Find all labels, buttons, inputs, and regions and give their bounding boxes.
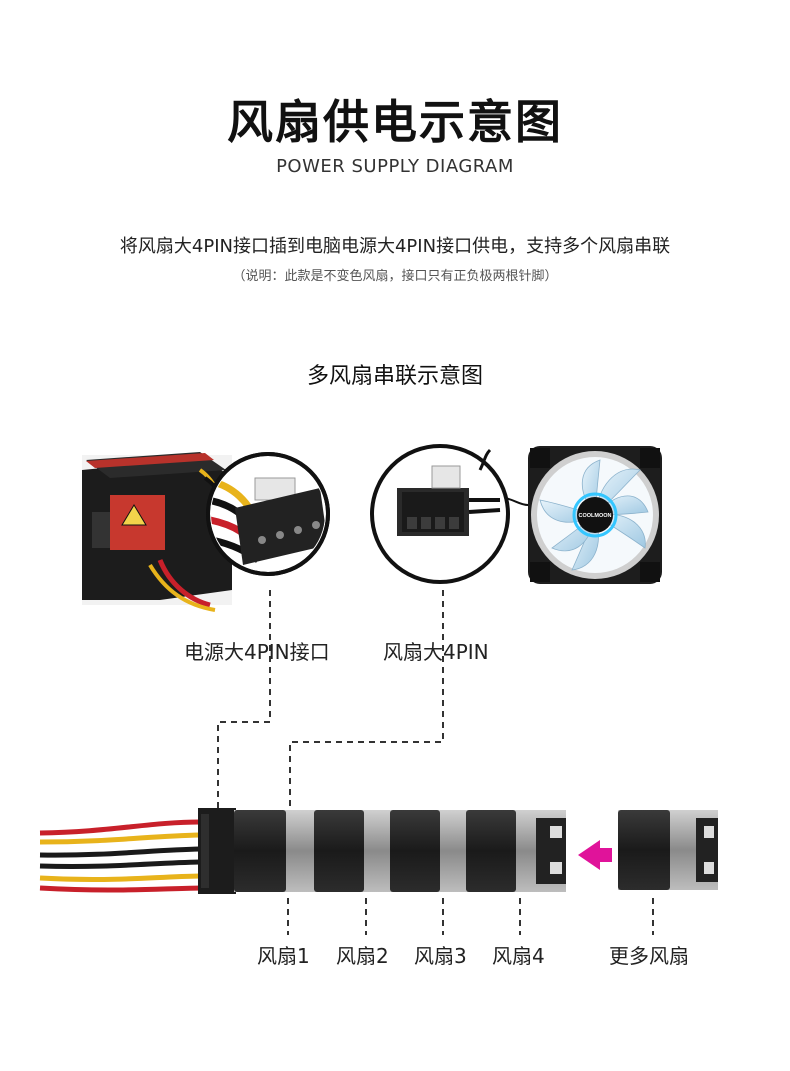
psu-4pin-zoom — [205, 454, 328, 574]
fan-connector-4 — [466, 810, 516, 892]
input-wires — [40, 822, 200, 890]
fan-connector-3 — [390, 810, 440, 892]
fan-label-4: 风扇4 — [492, 940, 545, 969]
insert-arrow — [578, 840, 612, 870]
connector-chain — [234, 810, 566, 892]
fan-4pin-label: 风扇大4PIN — [383, 636, 489, 665]
fan-brand-text: COOLMOON — [579, 513, 612, 519]
fan-4pin-zoom — [372, 446, 528, 582]
more-fans-connector — [618, 810, 718, 890]
more-fans-label: 更多风扇 — [609, 940, 689, 969]
psu-4pin-label: 电源大4PIN接口 — [184, 636, 330, 665]
fan-label-1: 风扇1 — [257, 940, 310, 969]
fan-label-2: 风扇2 — [336, 940, 389, 969]
fan-image: COOLMOON — [528, 446, 662, 584]
fan-connector-2 — [314, 810, 364, 892]
fan-connector-1 — [234, 810, 286, 892]
fan-label-3: 风扇3 — [414, 940, 467, 969]
